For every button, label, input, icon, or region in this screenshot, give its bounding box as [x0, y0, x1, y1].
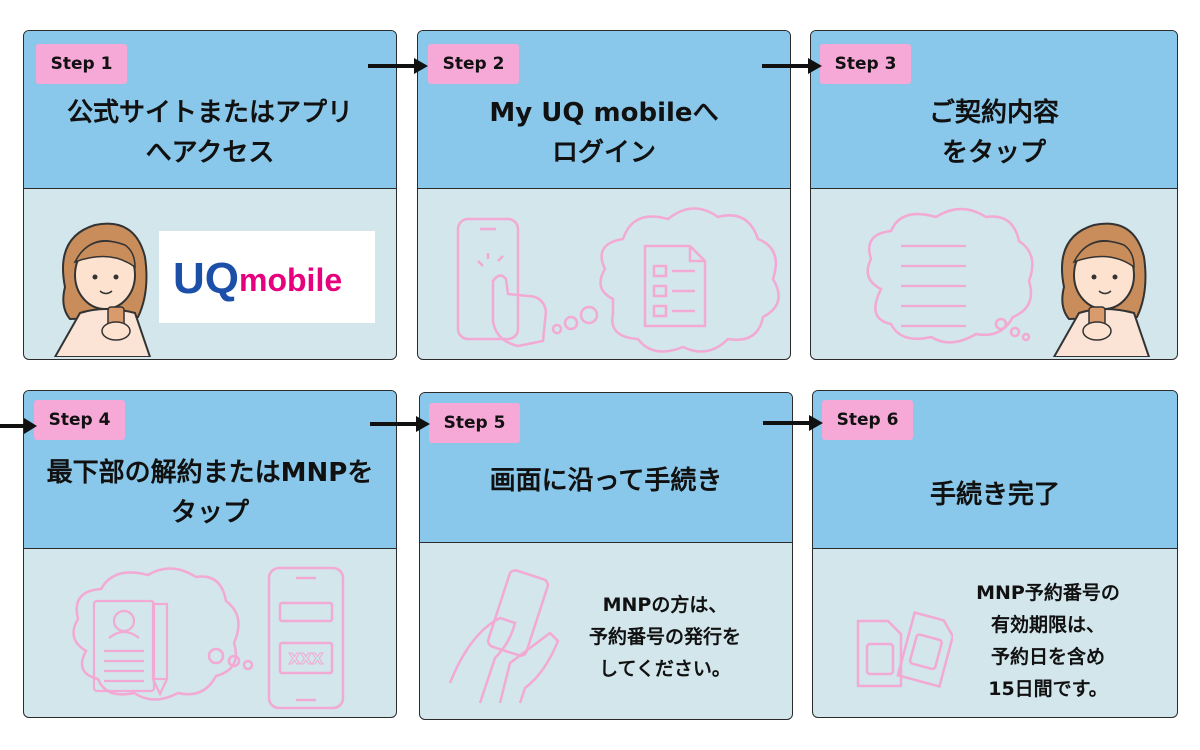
- thought-cloud-icon: [551, 207, 780, 353]
- arrow-right-icon: [762, 58, 822, 74]
- step-badge-4: Step 4: [34, 400, 125, 440]
- logo-mobile-text: mobile: [239, 262, 342, 298]
- arrow-right-icon: [0, 418, 37, 434]
- step-title: 手続き完了: [929, 480, 1060, 510]
- thought-cloud-icon: [866, 207, 1034, 344]
- woman-with-phone-icon: [53, 222, 152, 357]
- step-title: 最下部の解約またはMNPを タップ: [46, 458, 374, 528]
- sim-card-icon: [856, 611, 953, 688]
- step6-note: MNP予約番号の 有効期限は、 予約日を含め 15日間です。: [976, 582, 1120, 700]
- uq-mobile-logo: UQ mobile: [159, 231, 375, 323]
- step-header: 最下部の解約またはMNPを タップ: [24, 391, 396, 549]
- step-card-2: My UQ mobileへ ログイン: [417, 30, 791, 360]
- step-badge-3: Step 3: [820, 44, 911, 84]
- logo-uq-text: UQ: [173, 254, 239, 303]
- woman-with-phone-icon: [1052, 222, 1151, 357]
- step-badge-5: Step 5: [429, 403, 520, 443]
- step-title: ご契約内容 をタップ: [928, 98, 1059, 168]
- step-title: 公式サイトまたはアプリ へアクセス: [66, 98, 353, 168]
- step-badge-1: Step 1: [36, 44, 127, 84]
- arrow-right-icon: [370, 416, 430, 432]
- step-card-3: ご契約内容 をタップ: [810, 30, 1178, 360]
- step-header: ご契約内容 をタップ: [811, 31, 1177, 189]
- thought-cloud-icon: [72, 567, 254, 701]
- step-badge-2: Step 2: [428, 44, 519, 84]
- arrow-right-icon: [368, 58, 428, 74]
- screen-xxx-text: XXX: [289, 650, 324, 668]
- step-title: 画面に沿って手続き: [489, 466, 723, 496]
- step-badge-6: Step 6: [822, 400, 913, 440]
- step-title: My UQ mobileへ ログイン: [489, 98, 719, 168]
- checklist-icon: [643, 244, 707, 328]
- step-card-4: 最下部の解約またはMNPを タップ XXX: [23, 390, 397, 718]
- arrow-right-icon: [763, 415, 823, 431]
- phone-tap-icon: [456, 217, 548, 348]
- phone-screen-icon: XXX: [267, 566, 345, 710]
- step5-note: MNPの方は、 予約番号の発行を してください。: [588, 594, 741, 680]
- hands-phone-icon: [448, 569, 560, 704]
- pencil-icon: [151, 602, 169, 697]
- numbered-list-icon: [901, 244, 966, 328]
